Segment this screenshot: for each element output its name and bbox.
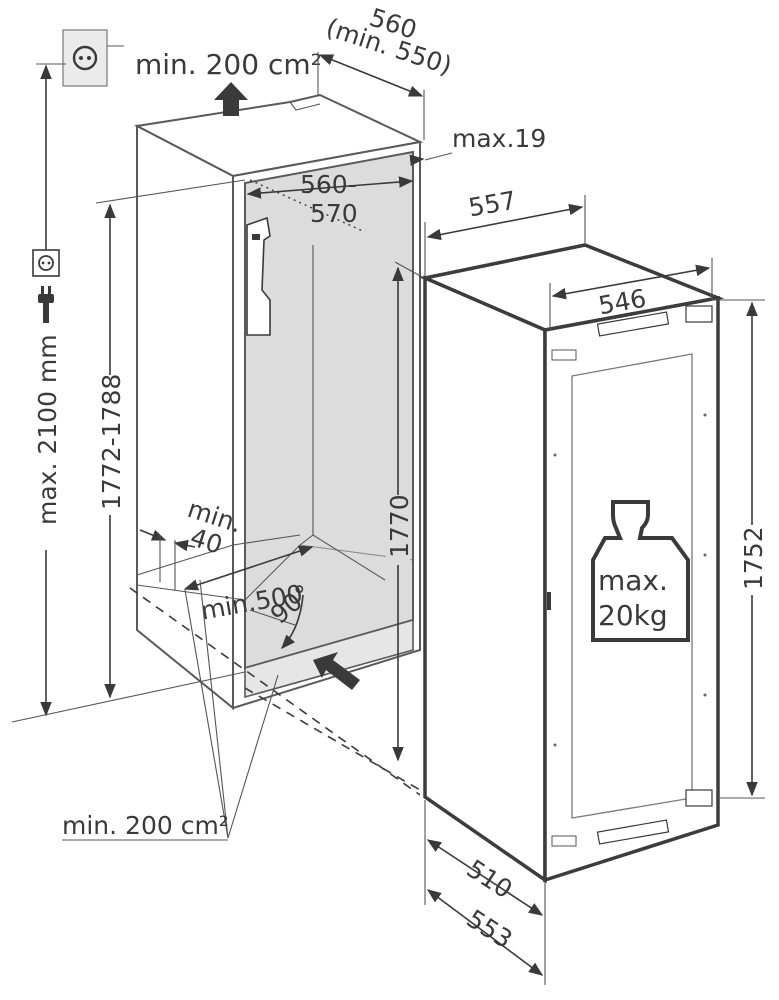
depth-510-label: 510 xyxy=(462,854,518,904)
bottom-vent-callout: min. 200 cm² xyxy=(62,579,279,841)
inner-width-dimension: 560- 570 xyxy=(246,170,414,233)
appliance-height-label: 1770 xyxy=(385,494,414,558)
max-height-dimension: max. 2100 mm xyxy=(33,63,66,717)
appliance-door-height-dimension: 1752 xyxy=(712,299,768,799)
weight-line2: 20kg xyxy=(598,599,668,632)
appliance-width-label: 557 xyxy=(466,186,518,223)
inner-width-top-label: 560- xyxy=(300,170,357,199)
weight-icon: max. 20kg xyxy=(591,500,690,642)
max-height-label: max. 2100 mm xyxy=(33,334,62,525)
appliance-height-dimension: 1770 xyxy=(385,261,425,762)
appliance-width-dimension: 557 xyxy=(424,186,586,276)
plug-icon xyxy=(38,286,54,323)
niche-height-dimension: 1772-1788 xyxy=(95,179,246,699)
appliance-door-height-label: 1752 xyxy=(739,526,768,590)
max-gap-label: max.19 xyxy=(452,124,546,153)
max-gap-dimension: max.19 xyxy=(409,124,546,167)
inner-width-bottom-label: 570 xyxy=(310,199,358,228)
arrow-up-icon xyxy=(214,82,248,116)
socket-icon xyxy=(62,29,124,87)
arrow-diagonal-icon xyxy=(313,652,360,690)
outlet-icon xyxy=(32,249,60,277)
bottom-vent-label: min. 200 cm² xyxy=(62,811,229,840)
weight-line1: max. xyxy=(598,564,668,597)
niche-height-label: 1772-1788 xyxy=(97,374,126,510)
top-vent-label: min. 200 cm² xyxy=(135,48,322,81)
depth-553-label: 553 xyxy=(462,904,518,954)
